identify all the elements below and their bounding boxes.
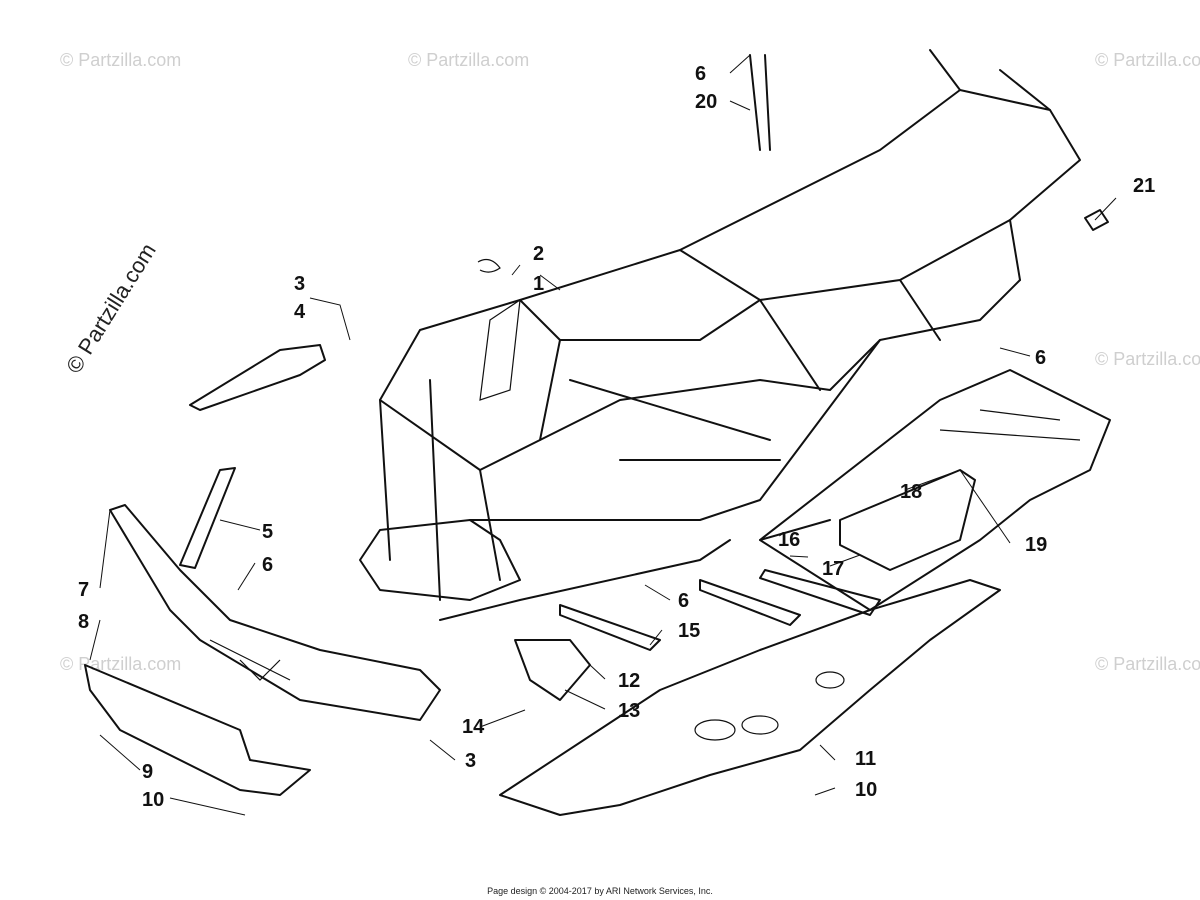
callout-8: 8: [78, 611, 89, 633]
callout-6-mid: 6: [678, 590, 689, 612]
part-17-plate: [759, 569, 881, 616]
callout-21: 21: [1133, 175, 1155, 197]
footer-copyright: Page design © 2004-2017 by ARI Network S…: [487, 886, 713, 896]
callout-9: 9: [142, 761, 153, 783]
callout-2: 2: [533, 243, 544, 265]
callout-3-bottom: 3: [465, 750, 476, 772]
callout-20: 20: [695, 91, 717, 113]
callout-13: 13: [618, 700, 640, 722]
part-8-front-skid: [84, 664, 311, 796]
callout-3-top: 3: [294, 273, 305, 295]
leader-lines: [89, 54, 1117, 816]
callout-7: 7: [78, 579, 89, 601]
main-frame: [359, 49, 1081, 621]
watermark-top-center: © Partzilla.com: [408, 50, 529, 70]
part-11-skid-plate: [499, 579, 1001, 816]
callout-10-left: 10: [142, 789, 164, 811]
callout-12: 12: [618, 670, 640, 692]
part-5-strut: [179, 467, 236, 569]
watermark-right-mid: © Partzilla.com: [1095, 349, 1200, 369]
part-13-bracket: [514, 639, 591, 701]
callout-16: 16: [778, 529, 800, 551]
callout-17: 17: [822, 558, 844, 580]
callout-6-left: 6: [262, 554, 273, 576]
watermark-top-left: © Partzilla.com: [60, 50, 181, 70]
part-15-pad-b: [699, 579, 801, 626]
callout-11: 11: [855, 748, 876, 770]
watermark-bottom-left: © Partzilla.com: [60, 654, 181, 674]
callout-19: 19: [1025, 534, 1047, 556]
part-4-bracket: [189, 344, 326, 411]
callout-10-right: 10: [855, 779, 877, 801]
part-15-pad-a: [559, 604, 661, 651]
callout-4: 4: [294, 301, 306, 323]
callout-15: 15: [678, 620, 700, 642]
callout-1: 1: [533, 273, 544, 295]
part-19-footrest-frame: [759, 369, 1111, 611]
callout-6-right: 6: [1035, 347, 1046, 369]
callout-14: 14: [462, 716, 485, 738]
part-20-rod: [749, 54, 771, 151]
watermark-side: © Partzilla.com: [61, 239, 161, 378]
callout-5: 5: [262, 521, 273, 543]
watermark-top-right: © Partzilla.com: [1095, 50, 1200, 70]
part-2-clip: [477, 258, 501, 273]
callout-6-top: 6: [695, 63, 706, 85]
callout-18: 18: [900, 481, 922, 503]
watermark-bottom-right: © Partzilla.com: [1095, 654, 1200, 674]
part-21-decal: [1084, 209, 1109, 231]
part-7-front-bumper: [109, 504, 441, 721]
